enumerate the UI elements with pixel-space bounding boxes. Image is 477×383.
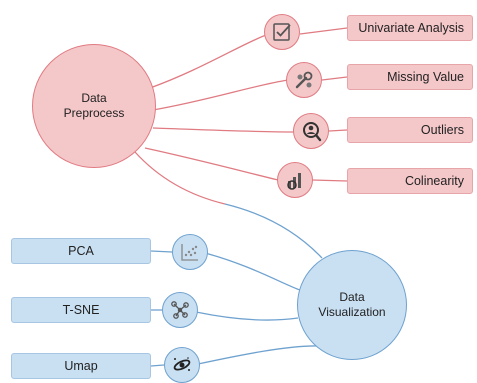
connector-hub-link-blue (224, 203, 323, 259)
bar-chart-icon (287, 173, 301, 190)
outliers-label: Outliers (420, 123, 464, 137)
tsne-icon-node (162, 292, 198, 328)
umap-label: Umap (64, 359, 98, 373)
pca-box: PCA (11, 238, 151, 264)
connector-missing-value (152, 79, 289, 111)
umap-icon-node (164, 347, 200, 383)
data-preprocess-line1: Data (81, 91, 107, 105)
data-visualization-line1: Data (339, 290, 365, 304)
connector-hub-link-red (134, 151, 226, 205)
connector-umap (197, 345, 319, 365)
missing-value-icon-node (286, 62, 322, 98)
galaxy-cluster-icon (173, 357, 191, 371)
connector-univariate (149, 34, 267, 89)
data-visualization-node: Data Visualization (297, 250, 407, 360)
connector-outliers (152, 127, 296, 133)
connector-umap-box (150, 364, 165, 367)
checklist-icon (273, 23, 291, 41)
colinearity-box: Colinearity (347, 168, 473, 194)
missing-value-label: Missing Value (387, 70, 464, 84)
network-graph-icon (171, 301, 189, 319)
pca-icon-node (172, 234, 208, 270)
colinearity-label: Colinearity (404, 174, 464, 188)
wrench-gear-icon (295, 71, 313, 89)
outliers-icon-node (293, 113, 329, 149)
pca-label: PCA (68, 244, 94, 258)
umap-box: Umap (11, 353, 151, 379)
tsne-box: T-SNE (11, 297, 151, 323)
data-preprocess-node: Data Preprocess (32, 44, 156, 168)
univariate-icon-node (264, 14, 300, 50)
connector-colinearity-box (311, 179, 348, 182)
univariate-analysis-box: Univariate Analysis (347, 15, 473, 41)
data-visualization-line2: Visualization (318, 305, 386, 319)
scatter-plot-icon (181, 244, 198, 261)
colinearity-icon-node (277, 162, 313, 198)
univariate-analysis-label: Univariate Analysis (358, 21, 464, 35)
data-preprocess-line2: Preprocess (63, 106, 125, 120)
connector-tsne (195, 311, 299, 321)
outliers-box: Outliers (347, 117, 473, 143)
connector-missing-value-box (321, 76, 348, 81)
missing-value-box: Missing Value (347, 64, 473, 90)
connector-univariate-box (299, 27, 348, 35)
connector-outliers-box (328, 129, 348, 132)
people-search-icon (303, 122, 322, 142)
connector-pca (204, 252, 301, 291)
tsne-label: T-SNE (62, 303, 100, 317)
connector-colinearity (144, 147, 279, 181)
connector-pca-box (150, 250, 173, 253)
